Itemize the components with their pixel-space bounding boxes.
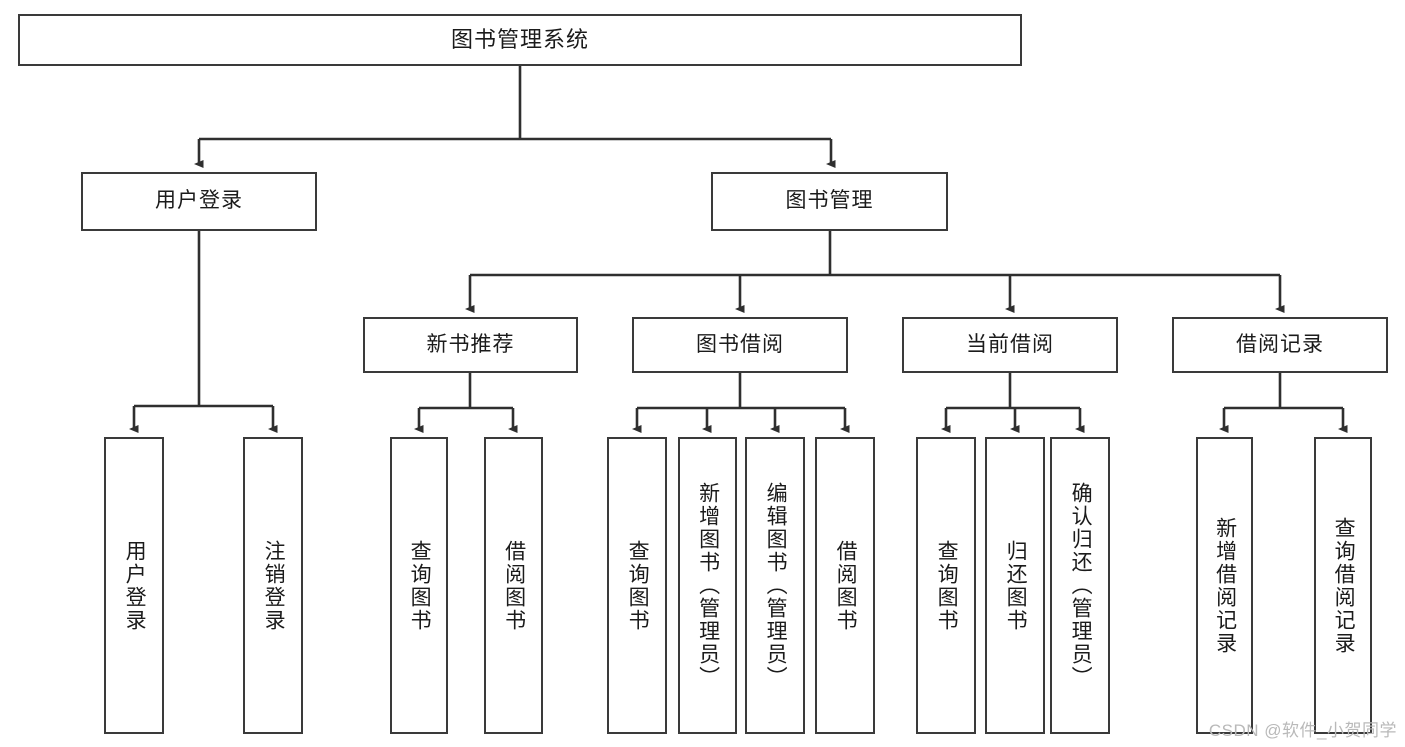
node-leaf-return-book[interactable]: 归还图书 bbox=[985, 437, 1045, 734]
node-user-login[interactable]: 用户登录 bbox=[81, 172, 317, 231]
node-leaf-borrow-book-rec[interactable]: 借阅图书 bbox=[484, 437, 543, 734]
node-leaf-user-login[interactable]: 用户登录 bbox=[104, 437, 164, 734]
node-leaf-edit-book[interactable]: 编辑图书（管理员） bbox=[745, 437, 805, 734]
node-leaf-borrow-book[interactable]: 借阅图书 bbox=[815, 437, 875, 734]
node-leaf-query-book-borrow[interactable]: 查询图书 bbox=[607, 437, 667, 734]
node-leaf-query-book-rec[interactable]: 查询图书 bbox=[390, 437, 448, 734]
node-leaf-add-book[interactable]: 新增图书（管理员） bbox=[678, 437, 737, 734]
node-book-borrow[interactable]: 图书借阅 bbox=[632, 317, 848, 373]
node-current-borrow[interactable]: 当前借阅 bbox=[902, 317, 1118, 373]
node-leaf-user-logout[interactable]: 注销登录 bbox=[243, 437, 303, 734]
node-leaf-query-book-current[interactable]: 查询图书 bbox=[916, 437, 976, 734]
csdn-watermark: CSDN @软件_小贺同学 bbox=[1208, 721, 1397, 740]
node-leaf-query-record[interactable]: 查询借阅记录 bbox=[1314, 437, 1372, 734]
node-book-manage[interactable]: 图书管理 bbox=[711, 172, 948, 231]
node-borrow-record[interactable]: 借阅记录 bbox=[1172, 317, 1388, 373]
node-leaf-confirm-return[interactable]: 确认归还（管理员） bbox=[1050, 437, 1110, 734]
node-leaf-add-record[interactable]: 新增借阅记录 bbox=[1196, 437, 1253, 734]
node-root[interactable]: 图书管理系统 bbox=[18, 14, 1022, 66]
node-new-book-recommend[interactable]: 新书推荐 bbox=[363, 317, 578, 373]
